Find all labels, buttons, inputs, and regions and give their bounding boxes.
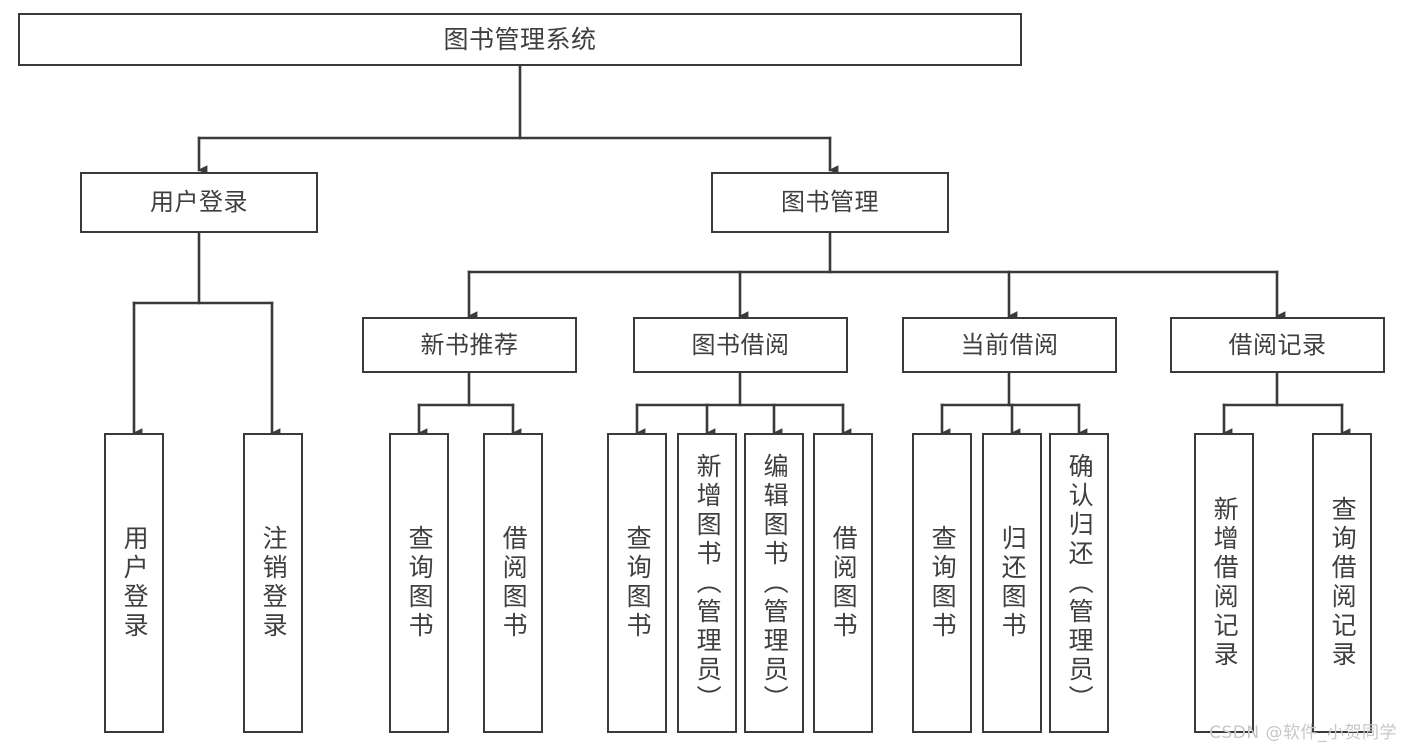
leaf-borrow-record-query-label: 查询借阅记录	[1328, 496, 1358, 670]
leaf-book-borrow-query-label: 查询图书	[623, 525, 653, 641]
leaf-book-borrow-query[interactable]: 查询图书	[607, 433, 667, 733]
node-root-label: 图书管理系统	[443, 24, 597, 54]
leaf-new-book-query-label: 查询图书	[405, 525, 435, 641]
leaf-book-borrow-edit-label: 编辑图书（管理员）	[760, 452, 790, 714]
leaf-book-borrow-add[interactable]: 新增图书（管理员）	[677, 433, 737, 733]
node-user-login-label: 用户登录	[150, 188, 248, 217]
leaf-current-borrow-query-label: 查询图书	[928, 525, 958, 641]
node-book-borrow[interactable]: 图书借阅	[633, 317, 848, 373]
leaf-user-login-logout[interactable]: 注销登录	[243, 433, 303, 733]
leaf-borrow-record-add-label: 新增借阅记录	[1210, 496, 1240, 670]
node-new-book-recommend[interactable]: 新书推荐	[362, 317, 577, 373]
node-current-borrow-label: 当前借阅	[960, 330, 1059, 359]
leaf-book-borrow-borrow[interactable]: 借阅图书	[813, 433, 873, 733]
node-borrow-record[interactable]: 借阅记录	[1170, 317, 1385, 373]
node-current-borrow[interactable]: 当前借阅	[902, 317, 1117, 373]
leaf-new-book-borrow-label: 借阅图书	[499, 525, 529, 641]
node-new-book-recommend-label: 新书推荐	[420, 330, 519, 359]
node-book-borrow-label: 图书借阅	[691, 330, 790, 359]
node-root[interactable]: 图书管理系统	[18, 13, 1022, 66]
node-book-manage-label: 图书管理	[781, 188, 879, 217]
leaf-book-borrow-add-label: 新增图书（管理员）	[693, 452, 723, 714]
node-borrow-record-label: 借阅记录	[1228, 330, 1327, 359]
leaf-user-login-login-label: 用户登录	[120, 525, 150, 641]
leaf-borrow-record-add[interactable]: 新增借阅记录	[1194, 433, 1254, 733]
node-user-login[interactable]: 用户登录	[80, 172, 318, 233]
leaf-current-borrow-confirm-label: 确认归还（管理员）	[1065, 452, 1095, 714]
leaf-current-borrow-return[interactable]: 归还图书	[982, 433, 1042, 733]
node-book-manage[interactable]: 图书管理	[711, 172, 949, 233]
leaf-new-book-borrow[interactable]: 借阅图书	[483, 433, 543, 733]
leaf-new-book-query[interactable]: 查询图书	[389, 433, 449, 733]
leaf-borrow-record-query[interactable]: 查询借阅记录	[1312, 433, 1372, 733]
csdn-watermark: CSDN @软件_小贺同学	[1209, 723, 1397, 743]
leaf-current-borrow-confirm[interactable]: 确认归还（管理员）	[1049, 433, 1109, 733]
leaf-current-borrow-query[interactable]: 查询图书	[912, 433, 972, 733]
leaf-user-login-login[interactable]: 用户登录	[104, 433, 164, 733]
leaf-current-borrow-return-label: 归还图书	[998, 525, 1028, 641]
leaf-user-login-logout-label: 注销登录	[259, 525, 289, 641]
leaf-book-borrow-borrow-label: 借阅图书	[829, 525, 859, 641]
leaf-book-borrow-edit[interactable]: 编辑图书（管理员）	[744, 433, 804, 733]
